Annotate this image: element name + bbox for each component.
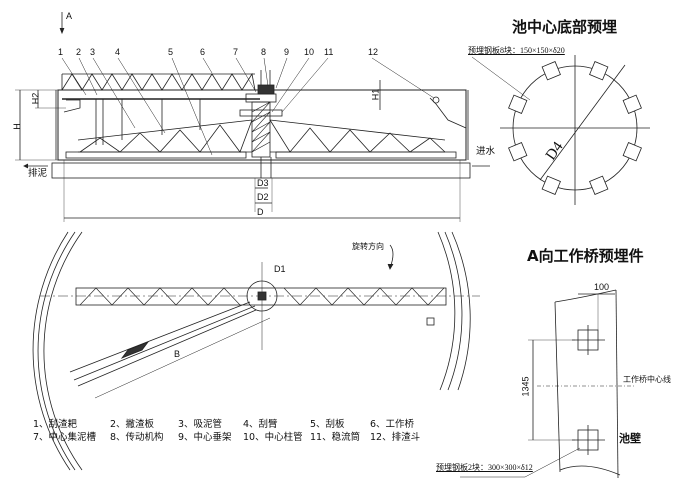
dim-h1: H1 [370, 88, 381, 101]
callout-12: 12 [368, 47, 379, 57]
legend-item: 7、中心集泥槽 [33, 432, 97, 443]
legend-item: 4、刮臂 [243, 419, 278, 430]
center-detail-title: 池中心底部预埋 [512, 18, 618, 36]
embedded-plate [508, 94, 528, 114]
bridge-centerline-label: 工作桥中心线 [623, 375, 671, 384]
dim-h2: H2 [30, 92, 41, 105]
callout-2: 2 [76, 47, 82, 57]
center-circle-d1 [246, 280, 278, 312]
legend-item: 8、传动机构 [110, 432, 164, 443]
center-detail-note: 预埋钢板8块：150×150×δ20 [468, 46, 565, 55]
embedded-plate [589, 61, 609, 81]
callout-7: 7 [233, 47, 239, 57]
embedded-plate [541, 175, 561, 195]
embedded-plate [508, 142, 528, 162]
callout-8: 8 [261, 47, 267, 57]
scraper-arm-plan [75, 287, 447, 306]
legend-item: 1、刮渣耙 [33, 419, 78, 430]
dim-d: D [257, 207, 264, 217]
bridge-detail [460, 289, 635, 479]
sludge-out-label: 排泥 [28, 168, 48, 179]
working-bridge-plan [69, 301, 257, 387]
dim-h: H [11, 123, 22, 130]
scraper-arm-right [269, 119, 457, 159]
callout-1: 1 [58, 47, 64, 57]
callout-6: 6 [200, 47, 206, 57]
water-in-label: 进水 [476, 146, 496, 157]
scraper-arm-left [65, 119, 253, 159]
dim-d3: D3 [257, 178, 269, 188]
rotation-direction-label: 旋转方向 [352, 242, 384, 251]
view-arrow-label: A [66, 11, 73, 21]
legend-item: 6、工作桥 [370, 419, 415, 430]
callout-3: 3 [90, 47, 96, 57]
callout-5: 5 [168, 47, 174, 57]
legend-item: 12、排渣斗 [370, 432, 421, 443]
dim-100: 100 [594, 282, 610, 292]
working-bridge-truss [61, 72, 256, 91]
center-detail [471, 55, 650, 205]
dim-d1: D1 [274, 264, 286, 274]
legend-item: 5、刮板 [310, 419, 345, 430]
bridge-detail-title: A向工作桥预埋件 [527, 247, 644, 265]
legend-item: 11、稳流筒 [310, 432, 361, 443]
embedded-plate [589, 175, 609, 195]
legend-item: 2、撇渣板 [110, 419, 155, 430]
legend-item: 10、中心柱管 [243, 432, 303, 443]
section-view [15, 12, 490, 222]
embedded-plate [622, 142, 642, 162]
dim-d2: D2 [257, 192, 269, 202]
callout-4: 4 [115, 47, 121, 57]
stilling-well [239, 109, 283, 117]
drive-mechanism [257, 84, 275, 95]
embedded-plate [622, 94, 642, 114]
embedded-plate [541, 61, 561, 81]
pool-wall-label: 池壁 [619, 432, 641, 445]
bridge-detail-note: 预埋钢板2块：300×300×δ12 [436, 463, 533, 472]
callout-9: 9 [284, 47, 290, 57]
callout-11: 11 [324, 47, 334, 57]
callout-10: 10 [304, 47, 315, 57]
legend-item: 9、中心垂架 [178, 432, 232, 443]
legend-item: 3、吸泥管 [178, 419, 223, 430]
dim-b: B [174, 349, 181, 359]
dim-1345: 1345 [520, 376, 531, 397]
plan-view [32, 231, 480, 471]
